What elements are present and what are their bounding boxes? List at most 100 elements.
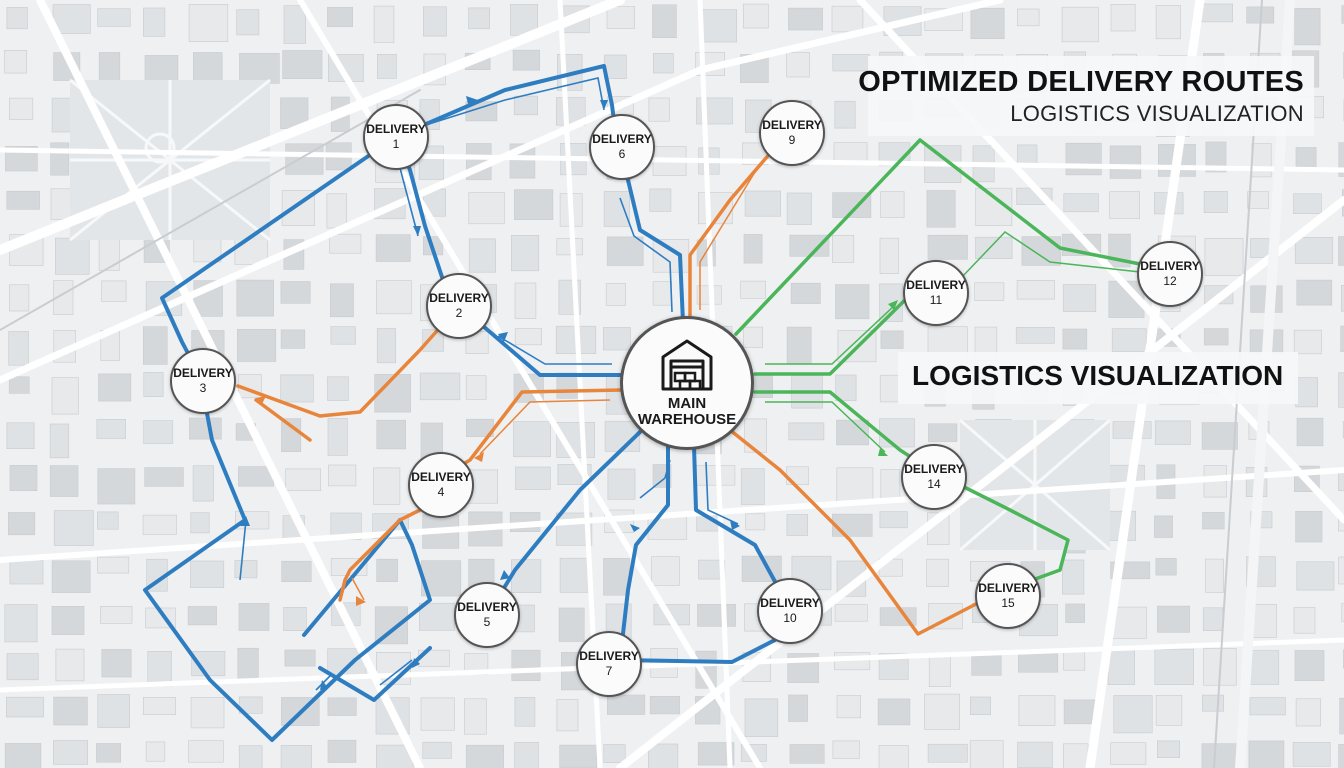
arrow-icon xyxy=(320,680,328,690)
delivery-node-1[interactable]: DELIVERY 1 xyxy=(363,104,429,170)
city-block xyxy=(653,53,674,74)
city-block xyxy=(373,5,395,43)
city-block xyxy=(1155,5,1181,40)
city-block xyxy=(969,696,991,716)
city-block xyxy=(234,236,268,265)
city-block xyxy=(50,142,70,176)
city-block xyxy=(744,698,779,738)
arrow-icon xyxy=(498,332,508,342)
city-block xyxy=(6,696,44,718)
city-block xyxy=(329,283,354,318)
city-block xyxy=(54,237,90,275)
delivery-node-2[interactable]: DELIVERY 2 xyxy=(426,273,492,339)
city-block xyxy=(928,423,958,442)
delivery-node-14[interactable]: DELIVERY 14 xyxy=(901,444,967,510)
city-block xyxy=(789,234,830,257)
city-block xyxy=(280,281,311,304)
direction-arrows xyxy=(240,96,898,690)
city-block xyxy=(101,649,132,678)
city-block xyxy=(235,511,270,530)
city-block xyxy=(1341,5,1344,24)
city-block xyxy=(1112,421,1152,439)
city-block xyxy=(192,465,214,502)
city-block xyxy=(376,328,397,364)
arrow-icon xyxy=(600,100,608,110)
city-block xyxy=(1296,417,1324,447)
city-block xyxy=(51,377,79,415)
city-block xyxy=(327,7,353,27)
arrow-icon xyxy=(730,520,740,530)
city-block xyxy=(556,699,579,732)
city-block xyxy=(832,740,860,759)
arrow-icon xyxy=(500,570,510,580)
delivery-node-6[interactable]: DELIVERY 6 xyxy=(589,114,655,180)
city-block xyxy=(465,744,505,768)
city-block xyxy=(740,280,766,299)
city-block xyxy=(1061,6,1099,43)
delivery-node-5[interactable]: DELIVERY 5 xyxy=(454,582,520,648)
city-block xyxy=(142,514,177,535)
city-block xyxy=(743,234,763,264)
arrow-icon xyxy=(466,96,478,104)
city-block xyxy=(1201,422,1238,450)
city-block xyxy=(422,741,452,759)
city-block xyxy=(468,238,496,273)
city-block xyxy=(51,605,85,635)
delivery-node-4[interactable]: DELIVERY 4 xyxy=(408,452,474,518)
city-block xyxy=(330,326,356,345)
city-block xyxy=(143,696,176,715)
city-block xyxy=(1338,744,1344,768)
city-block xyxy=(1293,607,1316,634)
city-block xyxy=(607,468,636,500)
city-block xyxy=(96,743,122,763)
city-block xyxy=(786,192,812,225)
city-block xyxy=(1341,284,1344,312)
city-block xyxy=(786,514,809,536)
delivery-node-15[interactable]: DELIVERY 15 xyxy=(975,563,1041,629)
delivery-node-10[interactable]: DELIVERY 10 xyxy=(757,578,823,644)
city-block xyxy=(1109,191,1140,219)
city-block xyxy=(834,100,856,129)
city-block xyxy=(280,744,312,768)
city-block xyxy=(1292,742,1331,767)
city-block xyxy=(376,280,412,315)
city-block xyxy=(53,510,94,547)
delivery-node-9[interactable]: DELIVERY 9 xyxy=(759,100,825,166)
city-block xyxy=(1202,511,1225,530)
city-block xyxy=(1339,697,1344,735)
city-block xyxy=(928,653,951,687)
arrow-icon xyxy=(413,226,421,236)
delivery-node-12[interactable]: DELIVERY 12 xyxy=(1137,241,1203,307)
city-block xyxy=(788,422,825,441)
city-block xyxy=(515,466,551,490)
logistics-label: LOGISTICS VISUALIZATION xyxy=(912,360,1284,391)
city-block xyxy=(648,97,670,122)
city-block xyxy=(1110,742,1147,765)
arrow-icon xyxy=(888,300,898,310)
city-block xyxy=(511,559,542,594)
city-block xyxy=(327,376,349,401)
main-warehouse-node[interactable]: MAIN WAREHOUSE xyxy=(620,316,754,450)
warehouse-icon xyxy=(661,339,713,391)
route-green-thin xyxy=(765,231,1141,453)
city-block xyxy=(144,467,184,487)
city-block xyxy=(1204,328,1229,346)
city-block xyxy=(1247,191,1269,209)
city-block xyxy=(511,235,540,272)
city-block xyxy=(6,7,28,30)
city-block xyxy=(927,743,968,763)
delivery-node-11[interactable]: DELIVERY 11 xyxy=(903,260,969,326)
city-block xyxy=(143,7,166,37)
city-block xyxy=(1154,648,1195,685)
city-block xyxy=(606,694,646,715)
city-block xyxy=(280,329,306,349)
delivery-node-7[interactable]: DELIVERY 7 xyxy=(576,631,642,697)
delivery-node-3[interactable]: DELIVERY 3 xyxy=(170,348,236,414)
city-block xyxy=(1251,143,1272,178)
city-block xyxy=(187,606,217,626)
city-block xyxy=(926,558,949,588)
delivery-number: 10 xyxy=(783,611,797,625)
city-block xyxy=(1338,556,1344,585)
city-block xyxy=(975,236,1013,259)
arrow-icon xyxy=(474,452,484,462)
